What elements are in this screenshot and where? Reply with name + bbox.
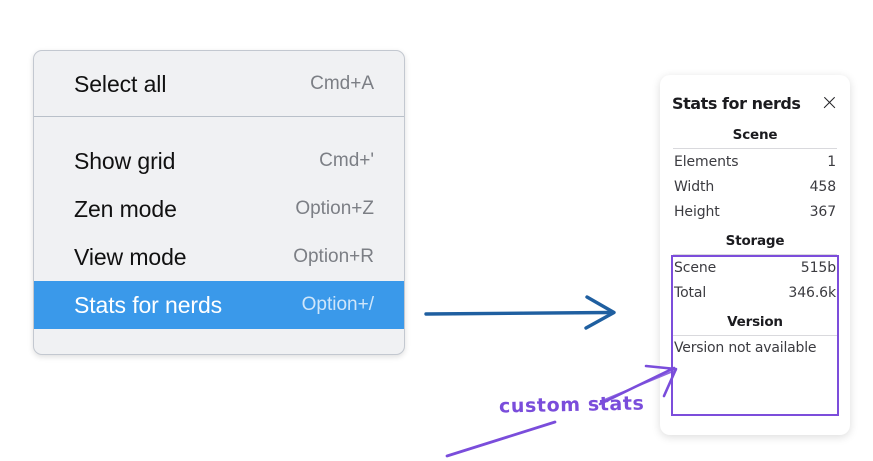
blue-pointer-arrow [424,295,616,330]
menu-item-shortcut: Option+Z [295,198,374,219]
menu-item-label: Show grid [74,147,176,174]
menu-item-zen-mode[interactable]: Zen mode Option+Z [34,185,404,233]
panel-title: Stats for nerds [672,93,801,113]
stats-for-nerds-panel[interactable]: Stats for nerds Scene Elements 1 Width 4… [660,75,850,435]
menu-item-label: View mode [74,243,187,270]
stat-value: 367 [809,203,837,220]
menu-item-show-grid[interactable]: Show grid Cmd+' [34,137,404,185]
menu-item-label: Stats for nerds [74,291,223,318]
menu-item-label: Select all [74,70,167,97]
menu-group-primary: Select all Cmd+A [34,51,404,108]
stat-key: Total [674,284,707,301]
stat-key: Scene [674,259,717,276]
menu-item-stats-for-nerds[interactable]: Stats for nerds Option+/ [34,281,404,329]
annotation-label: custom stats [498,392,645,418]
stat-value: 346.6k [788,284,836,301]
purple-underline-stroke [445,420,557,458]
menu-group-secondary: Show grid Cmd+' Zen mode Option+Z View m… [34,117,404,338]
stat-key: Elements [674,153,739,170]
section-divider [673,335,837,336]
section-title-scene: Scene [732,127,778,143]
menu-item-view-mode[interactable]: View mode Option+R [34,233,404,281]
panel-header: Stats for nerds [672,75,838,118]
menu-item-shortcut: Cmd+' [319,150,374,171]
menu-item-label: Zen mode [74,195,177,222]
context-menu[interactable]: Select all Cmd+A Show grid Cmd+' Zen mod… [33,50,405,355]
stat-row: Height 367 [672,199,838,224]
stat-row: Total 346.6k [672,280,838,305]
menu-item-shortcut: Option+R [293,246,374,267]
stat-value: 515b [800,259,836,276]
stat-row: Width 458 [672,174,838,199]
menu-item-select-all[interactable]: Select all Cmd+A [34,60,404,108]
section-title-storage: Storage [725,233,785,249]
section-divider [673,254,837,255]
section-title-version: Version [727,314,783,330]
close-icon[interactable] [821,95,837,111]
menu-item-shortcut: Option+/ [301,294,374,315]
stat-value: 1 [827,153,836,170]
stat-row: Scene 515b [672,255,838,280]
stat-key: Height [674,203,720,220]
menu-item-shortcut: Cmd+A [310,73,374,94]
purple-pointer-arrow [598,364,678,406]
stat-key: Width [674,178,715,195]
menu-separator [34,116,404,117]
version-note: Version not available [674,340,817,356]
stat-row: Elements 1 [672,149,838,174]
section-divider [673,148,837,149]
stat-value: 458 [809,178,837,195]
